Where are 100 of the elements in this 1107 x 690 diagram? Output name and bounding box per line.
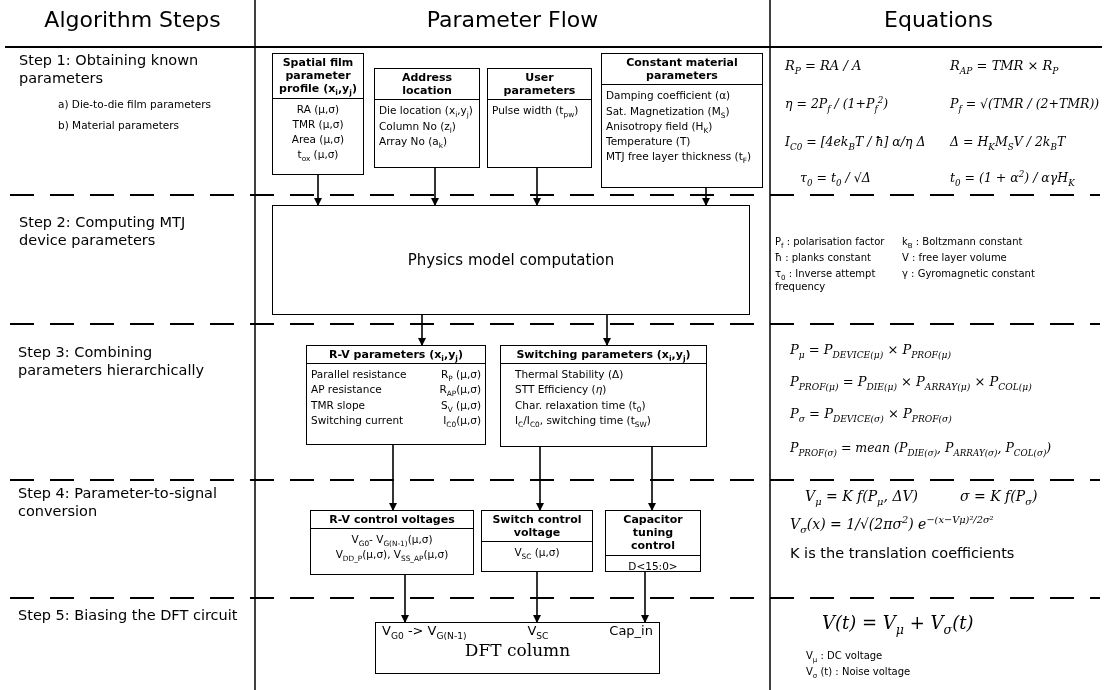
parameter-text: I$_{C0}$(μ,σ) — [442, 412, 481, 429]
arrow — [641, 571, 649, 623]
arrow — [431, 167, 439, 206]
arrow — [314, 174, 322, 206]
column-header: Parameter Flow — [425, 6, 600, 34]
parameter-text: I$_{C}$/I$_{C0}$, switching time (t$_{SW}$) — [515, 412, 652, 429]
arrow — [648, 446, 656, 511]
column-header: Equations — [883, 6, 994, 34]
equation: P$_{PROF(σ)}$ = mean (P$_{DIE(σ)}$, P$_{ARRAY(σ)}$, P$_{COL(σ)}$) — [790, 440, 1052, 456]
parameter-text: RA (μ,σ) — [295, 101, 341, 117]
equation: P$_{σ}$ = P$_{DEVICE(σ)}$ × P$_{PROF(σ)}$ — [790, 406, 952, 423]
box-heading: Capacitor tuning control — [606, 511, 700, 556]
step-label: Step 3: Combining parameters hierarchically — [18, 343, 206, 380]
equation: R$_{AP}$ = TMR × R$_{P}$ — [950, 58, 1059, 75]
parameter-text: Pulse width (t$_{pw}$) — [492, 103, 580, 119]
parameter-text: Thermal Stability (Δ) — [515, 367, 625, 383]
equation: σ = K f(P$_{σ}$) — [960, 488, 1038, 506]
parameter-text: Char. relaxation time (t$_{0}$) — [515, 397, 647, 413]
parameter-text: t$_{ox}$ (μ,σ) — [296, 147, 340, 163]
box-title: Physics model computation — [407, 251, 615, 269]
equation: P$_{PROF(μ)}$ = P$_{DIE(μ)}$ × P$_{ARRAY(μ)}$ × P$_{COL(μ)}$ — [790, 374, 1032, 391]
parameter-box — [601, 53, 763, 188]
symbol-definition: V$_{μ}$ : DC voltage — [806, 650, 883, 663]
parameter-text: S$_{V}$ (μ,σ) — [440, 397, 481, 413]
equation: Δ = H$_{K}$M$_{S}$V / 2k$_{B}$T — [950, 134, 1066, 150]
computation-box — [272, 205, 750, 315]
arrow — [533, 571, 541, 623]
input-port-label: Cap_in — [609, 623, 653, 640]
input-port-label: V$_{G0}$ -> V$_{G(N-1)}$ — [382, 623, 467, 640]
parameter-box — [481, 510, 593, 572]
equation: P$_{μ}$ = P$_{DEVICE(μ)}$ × P$_{PROF(μ)}$ — [790, 342, 951, 359]
parameter-text: MTJ free layer thickness (t$_{F}$) — [606, 149, 753, 165]
step-subitem: b) Material parameters — [58, 119, 180, 133]
symbol-definition: k$_{B}$ : Boltzmann constant — [902, 236, 1024, 249]
parameter-text: Sat. Magnetization (M$_{S}$) — [606, 103, 731, 119]
column-header: Algorithm Steps — [43, 6, 222, 34]
box-heading: Switching parameters (x$_{i}$,y$_{j}$) — [501, 346, 706, 365]
parameter-text: Parallel resistance — [311, 367, 408, 383]
symbol-definition: ħ : planks constant — [775, 252, 872, 265]
parameter-text: V$_{G0}$- V$_{G(N-1)}$(μ,σ) — [350, 532, 434, 548]
arrow — [389, 444, 397, 511]
arrow — [536, 446, 544, 511]
dft-column-box — [375, 622, 660, 674]
parameter-text: Damping coefficient (α) — [606, 88, 732, 104]
parameter-box — [272, 53, 364, 175]
parameter-text: Column No (z$_{l}$) — [379, 118, 457, 134]
note: K is the translation coefficients — [790, 544, 1016, 563]
parameter-text: V$_{SC}$ (μ,σ) — [513, 545, 561, 561]
box-heading: Address location — [375, 69, 479, 101]
parameter-text: Array No (a$_{k}$) — [379, 133, 449, 150]
parameter-text: Temperature (T) — [606, 134, 692, 150]
equation: η = 2P$_{f}$ / (1+P$_{f}$$^{2}$) — [785, 96, 889, 112]
parameter-text: D<15:0> — [627, 558, 679, 574]
arrow — [702, 187, 710, 206]
parameter-box — [500, 345, 707, 447]
arrow — [418, 314, 426, 346]
box-title: DFT column — [464, 639, 572, 660]
parameter-box — [306, 345, 486, 445]
arrow — [533, 167, 541, 206]
parameter-text: STT Efficiency (η) — [515, 382, 608, 398]
parameter-text: R$_{P}$ (μ,σ) — [440, 367, 481, 383]
box-heading: User parameters — [488, 69, 591, 101]
symbol-definition: V : free layer volume — [902, 252, 1008, 265]
box-heading: Spatial film parameter profile (x$_{i}$,y$_{j}$) — [273, 54, 363, 99]
parameter-box — [605, 510, 701, 572]
equation: V$_{μ}$ = K f(P$_{μ}$, ΔV) — [805, 488, 919, 506]
parameter-text: Die location (x$_{i}$,y$_{j}$) — [379, 103, 474, 119]
equation: I$_{C0}$ = [4ek$_{B}$T / ħ] α/η Δ — [785, 134, 926, 150]
symbol-definition: P$_{f}$ : polarisation factor — [775, 236, 886, 249]
parameter-text: TMR slope — [311, 397, 367, 413]
equation: R$_{P}$ = RA / A — [785, 58, 862, 75]
step-label: Step 4: Parameter-to-signal conversion — [18, 484, 219, 521]
equation: V(t) = V$_{μ}$ + V$_{σ}$(t) — [822, 612, 974, 635]
symbol-definition: V$_{σ}$ (t) : Noise voltage — [806, 666, 911, 679]
symbol-definition: γ : Gyromagnetic constant — [902, 268, 1036, 281]
parameter-box — [310, 510, 474, 575]
step-label: Step 5: Biasing the DFT circuit — [18, 606, 239, 625]
equation: τ$_{0}$ = t$_{0}$ / √Δ — [800, 170, 871, 186]
arrow — [603, 314, 611, 346]
parameter-text: Anisotropy field (H$_{K}$) — [606, 118, 714, 135]
parameter-box — [487, 68, 592, 168]
parameter-text: V$_{DD_P}$(μ,σ), V$_{SS_AP}$(μ,σ) — [334, 547, 450, 563]
equation: V$_{σ}$(x) = 1/√(2πσ$^{2}$) e$^{−(x−Vμ)²/2σ²}$ — [790, 516, 994, 534]
box-heading: Switch control voltage — [482, 511, 592, 543]
step-subitem: a) Die-to-die film parameters — [58, 98, 213, 112]
arrow — [401, 574, 409, 623]
box-heading: Constant material parameters — [602, 54, 762, 86]
step-label: Step 1: Obtaining known parameters — [19, 51, 200, 88]
box-heading: R-V control voltages — [311, 511, 473, 530]
parameter-text: TMR (μ,σ) — [291, 116, 345, 132]
input-port-label: V$_{SC}$ — [527, 623, 549, 640]
symbol-definition: τ$_{0}$ : Inverse attempt frequency — [775, 268, 877, 293]
parameter-text: Switching current — [311, 412, 405, 428]
equation: t$_{0}$ = (1 + α$^{2}$) / αγH$_{K}$ — [950, 170, 1075, 186]
parameter-box — [374, 68, 480, 168]
parameter-text: Area (μ,σ) — [290, 132, 346, 147]
box-heading: R-V parameters (x$_{i}$,y$_{j}$) — [307, 346, 485, 365]
equation: P$_{f}$ = √(TMR / (2+TMR)) — [950, 96, 1100, 112]
step-label: Step 2: Computing MTJ device parameters — [19, 213, 187, 250]
parameter-text: AP resistance — [311, 382, 383, 398]
